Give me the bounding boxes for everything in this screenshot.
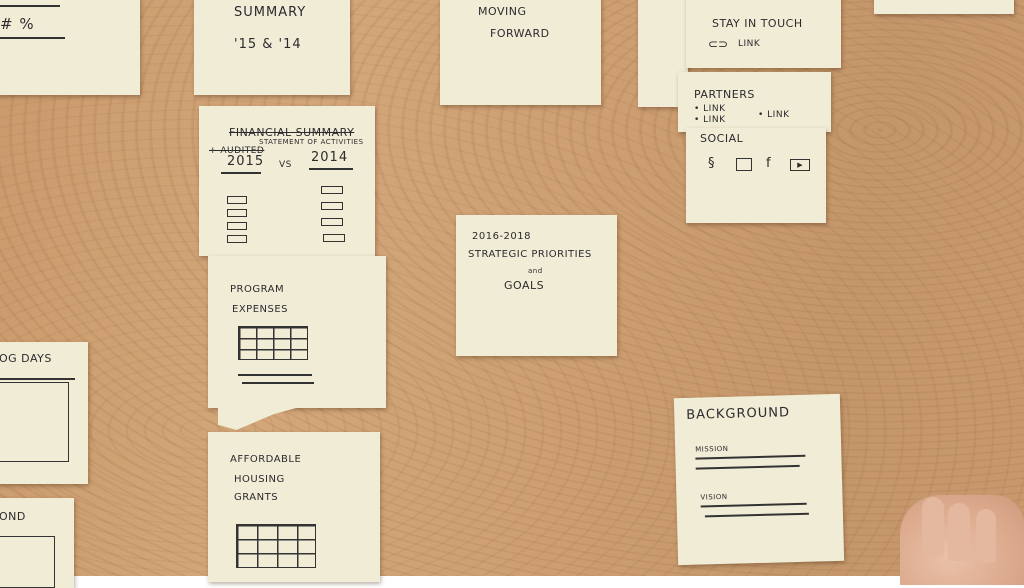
note-social: SOCIAL § f ▶ [686,128,826,223]
partners-link-3: • LINK [694,115,726,125]
affordable-housing-table [236,524,316,568]
note-financial-summary: FINANCIAL SUMMARY + AUDITED STATEMENT OF… [199,106,375,256]
partners-link-2: • LINK [758,110,790,120]
note-summary: SUMMARY '15 & '14 [194,0,350,95]
financial-vs: VS [279,160,292,170]
program-expenses-line1: PROGRAM [230,284,285,295]
note-strategic-priorities: 2016-2018 STRATEGIC PRIORITIES and GOALS [456,215,617,356]
background-title: BACKGROUND [686,405,791,423]
strategic-years: 2016-2018 [472,231,532,242]
social-title: SOCIAL [700,132,744,145]
affordable-housing-line1: AFFORDABLE [230,454,302,465]
note-stay-in-touch: STAY IN TOUCH ⊂⊃ LINK [686,0,841,68]
background-mission: MISSION [695,444,729,454]
summary-title: SUMMARY [234,5,307,20]
note-fragment-text: # % [0,15,35,33]
program-expenses-table [238,326,308,360]
note-affordable-housing: AFFORDABLE HOUSING GRANTS [208,432,380,582]
social-video-icon: ▶ [790,159,810,171]
moving-forward-line2: FORWARD [490,27,550,40]
financial-summary-sub-strike: + AUDITED [209,146,265,156]
social-s-icon: § [708,156,715,171]
affordable-housing-line3: GRANTS [234,492,279,503]
financial-summary-title: FINANCIAL SUMMARY [229,126,355,139]
note-moving-forward: MOVING FORWARD [440,0,601,105]
stay-in-touch-title: STAY IN TOUCH [712,17,803,30]
social-camera-icon [736,158,752,171]
note-ond-fragment: OND [0,498,74,588]
financial-year-2014: 2014 [311,150,349,165]
summary-subtitle: '15 & '14 [234,37,302,52]
partners-title: PARTNERS [694,88,755,101]
partners-link-1: • LINK [694,104,726,114]
ond-text: OND [0,510,26,523]
hand [900,495,1024,585]
note-partners: PARTNERS • LINK • LINK • LINK [678,72,831,132]
financial-year-2015: 2015 [227,154,265,169]
social-facebook-icon: f [766,156,771,171]
strategic-goals: GOALS [504,279,545,292]
program-expenses-line2: EXPENSES [232,304,289,315]
financial-summary-sub: STATEMENT OF ACTIVITIES [259,138,364,146]
note-fragment-top-right [874,0,1014,14]
note-og-days: OG DAYS [0,342,88,484]
strategic-and: and [528,267,543,275]
stay-in-touch-link: LINK [738,39,761,49]
link-icon: ⊂⊃ [708,37,729,51]
note-background: BACKGROUND MISSION VISION [673,393,845,566]
og-days-title: OG DAYS [0,352,52,365]
note-fragment-top-left: # % [0,0,140,95]
affordable-housing-line2: HOUSING [234,474,285,485]
note-program-expenses: PROGRAM EXPENSES [208,256,386,408]
moving-forward-line1: MOVING [478,5,527,18]
background-vision: VISION [700,492,728,502]
strategic-title: STRATEGIC PRIORITIES [468,249,592,260]
